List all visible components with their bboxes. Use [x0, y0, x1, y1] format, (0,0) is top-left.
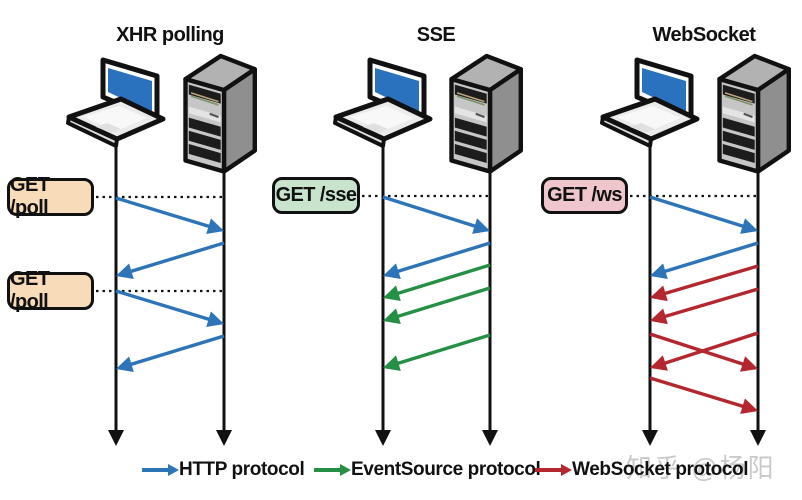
legend: HTTP protocol EventSource protocol WebSo…	[0, 456, 802, 484]
http-message-arrow	[115, 334, 225, 372]
legend-item-eventsource: EventSource protocol	[314, 456, 541, 484]
legend-item-http: HTTP protocol	[142, 456, 305, 484]
lifeline-end-arrowhead	[482, 430, 498, 446]
eventsource-message-arrow	[382, 333, 491, 371]
server-icon	[452, 56, 521, 172]
eventsource-arrow-icon	[314, 463, 351, 477]
watermark: 知乎 @杨阳	[626, 453, 776, 483]
laptop-icon	[68, 60, 163, 146]
laptop-icon	[335, 60, 430, 146]
websocket-message-arrow	[649, 331, 759, 371]
server-icon	[186, 56, 255, 172]
lifeline-end-arrowhead	[216, 430, 232, 446]
websocket-arrow-icon	[535, 463, 572, 477]
request-label-get-poll-2: GET /poll	[7, 268, 94, 313]
lifeline-end-arrowhead	[642, 430, 658, 446]
http-message-arrow	[382, 241, 491, 279]
laptop-icon	[602, 60, 697, 146]
eventsource-message-arrow	[382, 286, 491, 324]
http-message-arrow	[115, 196, 225, 234]
http-arrow-icon	[142, 463, 179, 477]
http-message-arrow	[649, 195, 759, 234]
panel-title-xhr-polling: XHR polling	[116, 24, 224, 46]
lifeline-end-arrowhead	[750, 430, 766, 446]
legend-label: EventSource protocol	[351, 459, 541, 480]
flow-layer	[96, 146, 766, 446]
request-label-get-sse: GET /sse	[272, 177, 360, 214]
http-message-arrow	[115, 289, 225, 327]
http-message-arrow	[382, 195, 491, 234]
websocket-message-arrow	[649, 376, 759, 414]
server-icon	[720, 56, 789, 172]
legend-label: HTTP protocol	[179, 459, 305, 480]
request-label-get-poll-1: GET /poll	[7, 174, 94, 219]
panel-title-websocket: WebSocket	[652, 24, 756, 46]
websocket-message-arrow	[649, 287, 759, 325]
eventsource-message-arrow	[382, 263, 491, 301]
lifeline-end-arrowhead	[108, 430, 124, 446]
http-message-arrow	[649, 241, 759, 279]
legend-item-websocket: WebSocket protocol	[535, 456, 749, 484]
lifeline-end-arrowhead	[375, 430, 391, 446]
websocket-message-arrow	[649, 264, 759, 302]
request-label-get-ws: GET /ws	[541, 177, 628, 214]
http-message-arrow	[115, 241, 225, 279]
panel-title-sse: SSE	[416, 24, 456, 46]
legend-label: WebSocket protocol	[572, 459, 749, 480]
